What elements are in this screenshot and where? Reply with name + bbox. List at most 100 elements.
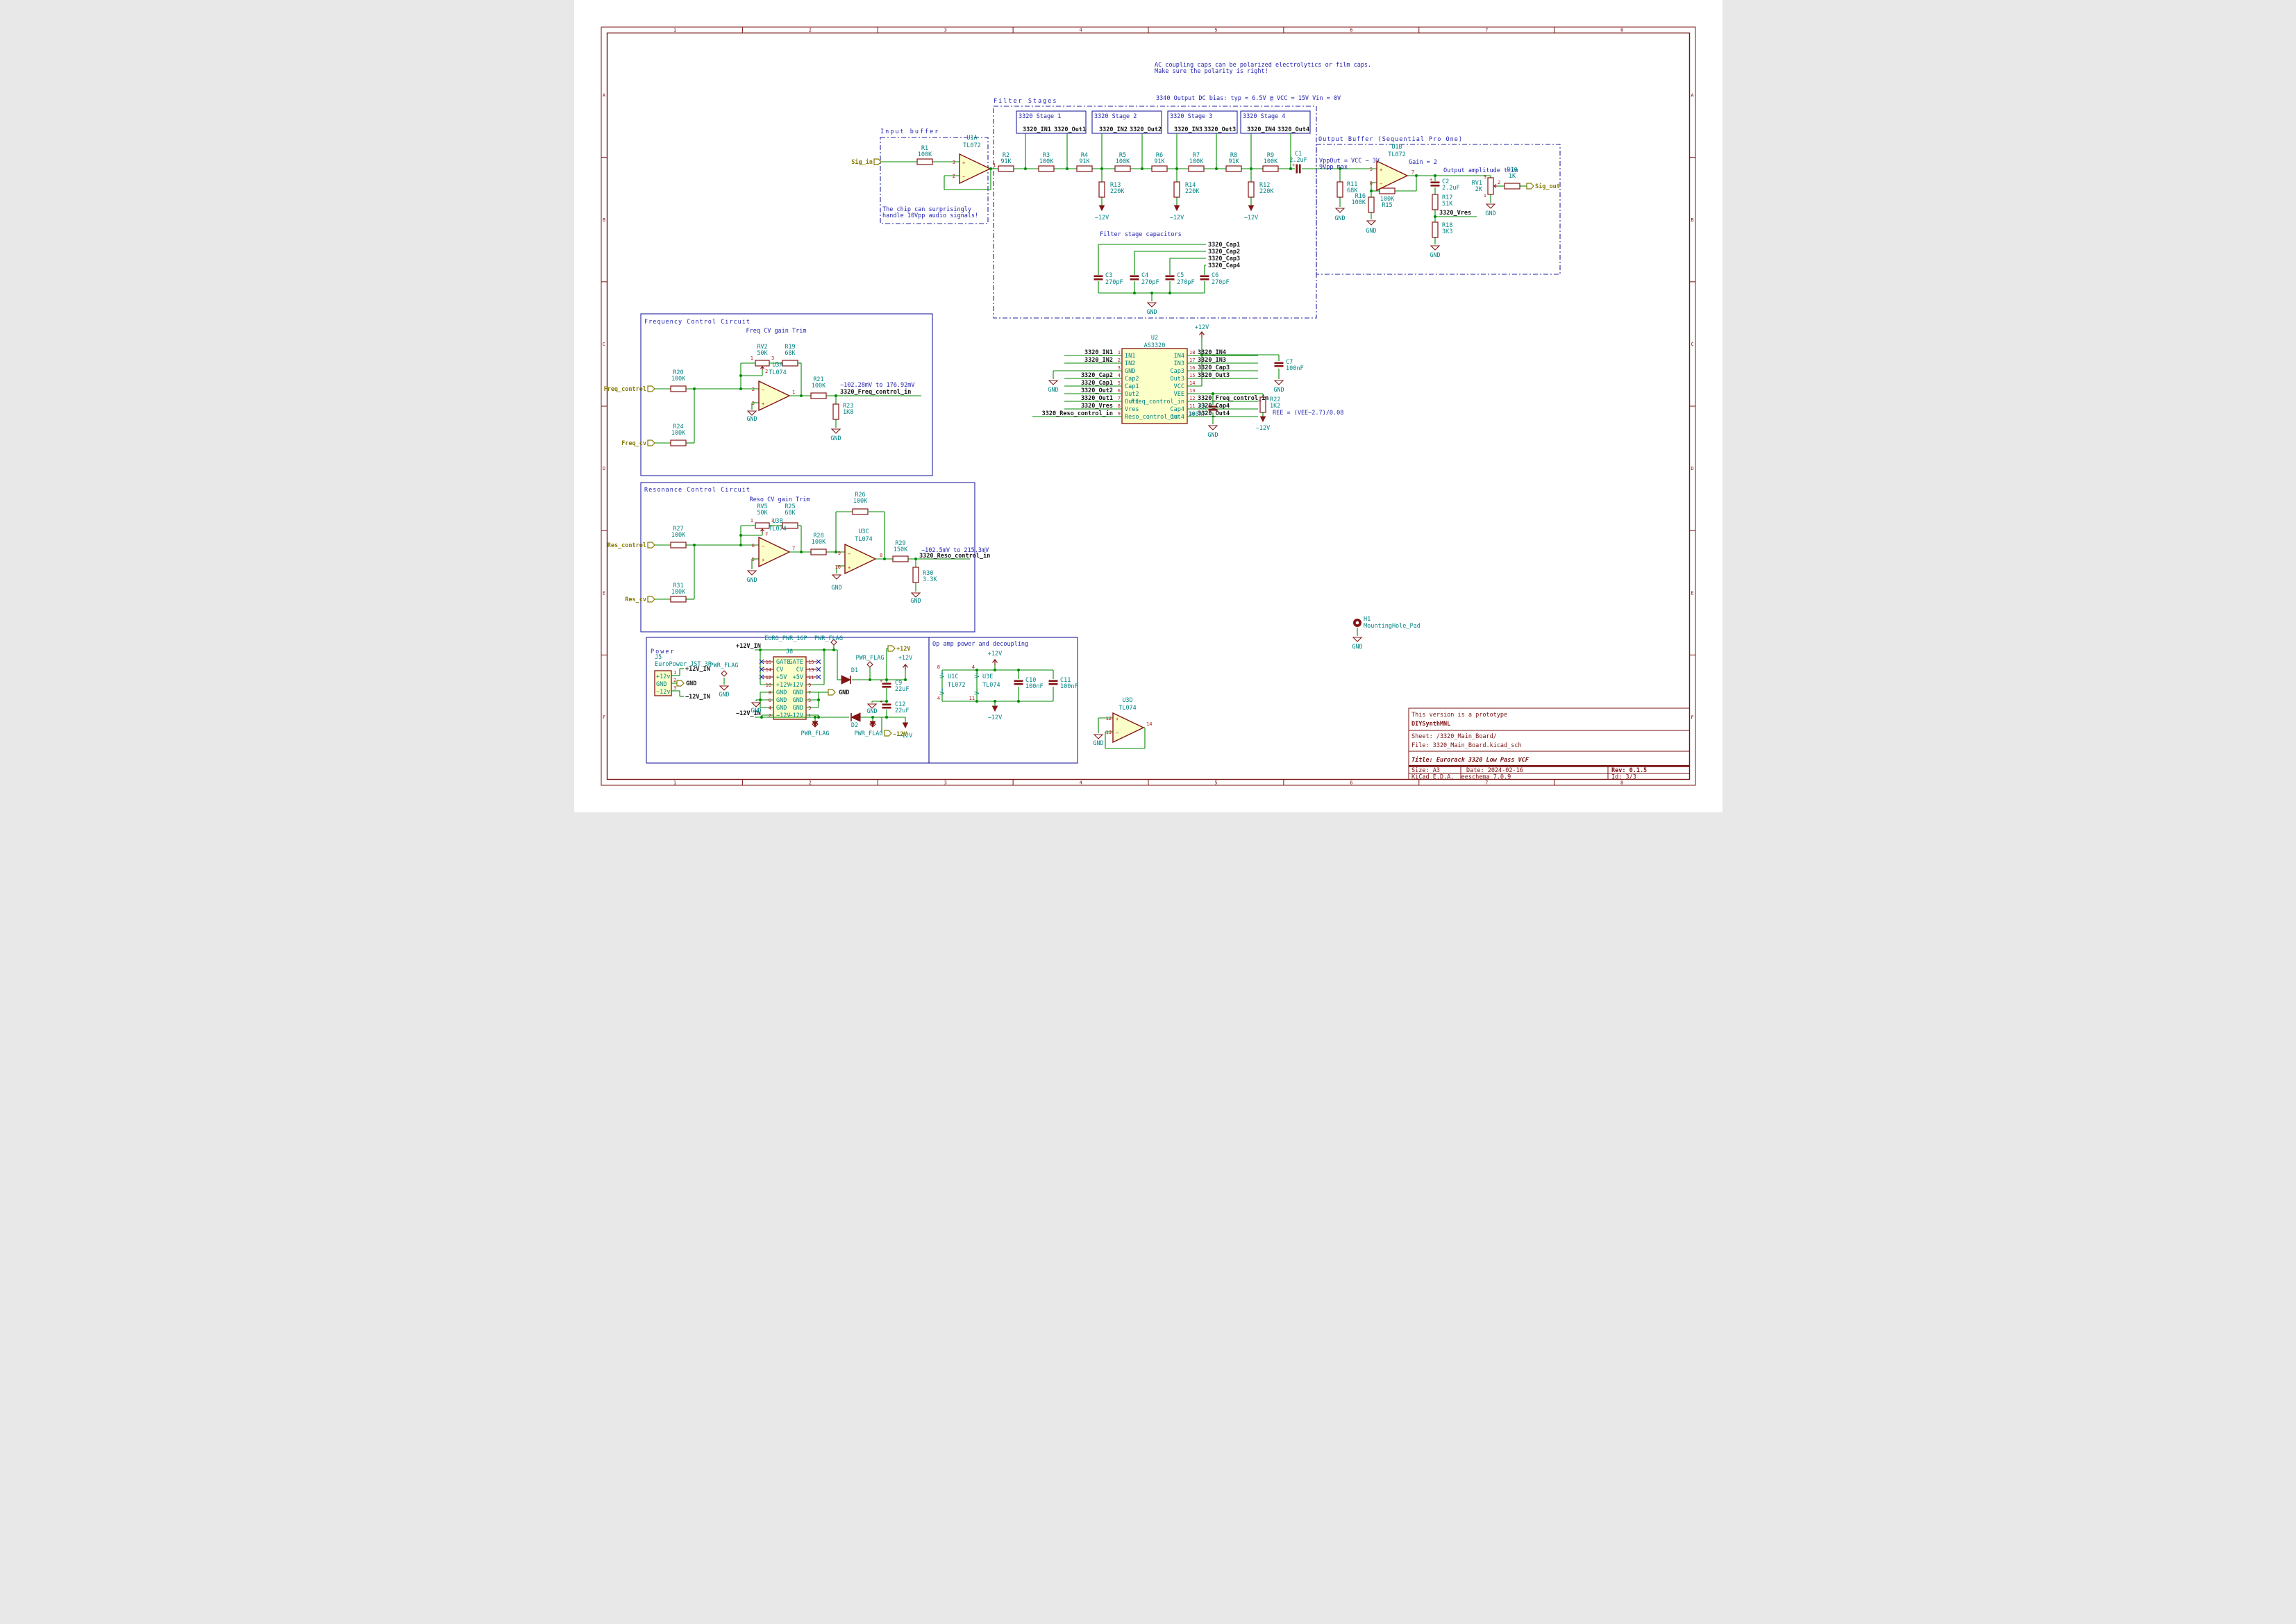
component-label[interactable]: C9 (895, 680, 902, 687)
component-label[interactable]: R7 (1192, 152, 1199, 159)
component-label[interactable]: R24 (673, 424, 683, 430)
component-label[interactable]: R28 (813, 533, 823, 539)
component-label[interactable]: 100K (811, 539, 826, 546)
component-label[interactable]: D1 (850, 667, 857, 674)
component-label[interactable]: V+ (974, 671, 981, 678)
component-label[interactable]: V+ (939, 671, 946, 678)
component-label[interactable]: GND (1366, 228, 1376, 235)
component-label[interactable]: TL072 (948, 682, 966, 689)
net-label-vres[interactable]: 3320_Vres (1439, 210, 1471, 217)
component-label[interactable]: RV2 (757, 344, 767, 351)
component-label[interactable]: IN2 (1125, 360, 1135, 367)
component-label[interactable]: IN3 (1173, 360, 1184, 367)
component-label[interactable]: −12V (898, 733, 912, 739)
resistor-R1[interactable] (916, 158, 933, 165)
component-label[interactable]: D2 (850, 722, 857, 729)
net-label[interactable]: 3320_Reso_control_in (1041, 410, 1112, 417)
component-label[interactable]: R27 (673, 526, 683, 533)
component-label[interactable]: IN1 (1125, 353, 1135, 360)
component-label[interactable]: R29 (895, 540, 905, 547)
component-label[interactable]: GND (776, 705, 787, 712)
net-label[interactable]: 3320_IN4 (1247, 126, 1275, 133)
opamp-U1B[interactable] (1375, 160, 1409, 192)
resistor-R26[interactable] (851, 508, 869, 515)
component-label[interactable]: RV5 (757, 503, 767, 510)
net-label[interactable]: 3320_Cap1 (1208, 242, 1240, 249)
component-label[interactable]: GND (1093, 740, 1103, 747)
component-label[interactable]: 220K (1259, 188, 1274, 195)
resistor-R23[interactable] (832, 403, 839, 420)
hier-pin-p12v-out-pin[interactable] (887, 645, 896, 652)
opamp-U3D[interactable] (1112, 712, 1145, 744)
component-label[interactable]: GND (1352, 644, 1362, 651)
hier-label-sig-out[interactable]: Sig_out (1535, 183, 1560, 190)
component-label[interactable]: −12V (1255, 425, 1269, 432)
resistor-R20[interactable] (669, 385, 687, 392)
resistor-R4[interactable] (1075, 165, 1093, 172)
component-label[interactable]: TL074 (769, 369, 787, 376)
resistor-R2[interactable] (997, 165, 1014, 172)
resistor-R21[interactable] (810, 392, 827, 399)
net-label[interactable]: 3320_Cap1 (1080, 380, 1112, 387)
component-label[interactable]: PWR_FLAG (801, 730, 829, 737)
component-label[interactable]: GND (746, 577, 757, 584)
component-label[interactable]: 100K (917, 151, 932, 158)
component-label[interactable]: J6 (785, 648, 792, 655)
component-label[interactable]: 100K (1115, 158, 1130, 165)
component-label[interactable]: V− (939, 688, 946, 695)
component-label[interactable]: 100K (671, 532, 685, 539)
net-label[interactable]: 3320_IN2 (1099, 126, 1128, 133)
resistor-R28[interactable] (810, 549, 827, 555)
component-label[interactable]: J5 (655, 654, 662, 661)
component-label[interactable]: R15 (1382, 202, 1392, 209)
component-label[interactable]: R11 (1347, 181, 1357, 188)
component-label[interactable]: TL074 (982, 682, 1000, 689)
component-label[interactable]: PWR_FLAG (855, 655, 884, 662)
component-label[interactable]: GND (1048, 387, 1058, 394)
hier-pin-sig-in-pin[interactable] (873, 158, 882, 165)
resistor-R16[interactable] (1367, 196, 1375, 213)
component-label[interactable]: C3 (1105, 272, 1112, 279)
component-label[interactable]: 100nF (1188, 411, 1206, 418)
component-label[interactable]: EURO_PWR_16P (764, 635, 807, 642)
net-label[interactable]: 3320_IN3 (1174, 126, 1203, 133)
component-label[interactable]: −12V (1243, 215, 1257, 221)
component-label[interactable]: EuroPower_JST_3P (655, 661, 712, 668)
component-label[interactable]: 68K (785, 350, 796, 357)
opamp-U1A[interactable] (958, 153, 991, 185)
potentiometer-RV2[interactable] (754, 360, 770, 367)
component-label[interactable]: GND (776, 689, 787, 696)
component-label[interactable]: R3 (1042, 152, 1049, 159)
component-label[interactable]: GND (1334, 215, 1345, 222)
component-label[interactable]: GND (1273, 387, 1284, 394)
net-label[interactable]: GND (686, 680, 696, 687)
component-label[interactable]: R2 (1002, 152, 1009, 159)
component-label[interactable]: Out1 (1125, 399, 1139, 405)
component-label[interactable]: 68K (785, 510, 796, 517)
component-label[interactable]: GND (1146, 309, 1157, 316)
resistor-R17[interactable] (1431, 194, 1439, 210)
component-label[interactable]: +5V (792, 674, 803, 681)
hier-pin-j5-gnd-pin[interactable] (676, 680, 685, 687)
component-label[interactable]: R4 (1080, 152, 1087, 159)
component-label[interactable]: GND (910, 598, 921, 605)
component-label[interactable]: 1K2 (1270, 403, 1280, 410)
hier-label[interactable]: +12V (896, 646, 910, 653)
component-label[interactable]: PWR_FLAG (710, 662, 738, 669)
component-label[interactable]: +5V (776, 674, 787, 681)
diode-D2[interactable] (850, 712, 860, 722)
component-label[interactable]: R14 (1185, 182, 1196, 189)
component-label[interactable]: GND (746, 416, 757, 423)
hier-pin-j6-gnd-pin[interactable] (827, 689, 836, 696)
component-label[interactable]: +12V (1194, 324, 1208, 331)
potentiometer-RV1[interactable] (1486, 177, 1494, 195)
component-label[interactable]: 150K (893, 546, 907, 553)
resistor-R18[interactable] (1431, 221, 1439, 238)
resistor-R25[interactable] (781, 522, 798, 529)
resistor-R3[interactable] (1037, 165, 1055, 172)
component-label[interactable]: +12v (656, 673, 670, 680)
component-label[interactable]: −12V (789, 712, 803, 719)
component-label[interactable]: C10 (1025, 677, 1036, 684)
resistor-R8[interactable] (1225, 165, 1242, 172)
